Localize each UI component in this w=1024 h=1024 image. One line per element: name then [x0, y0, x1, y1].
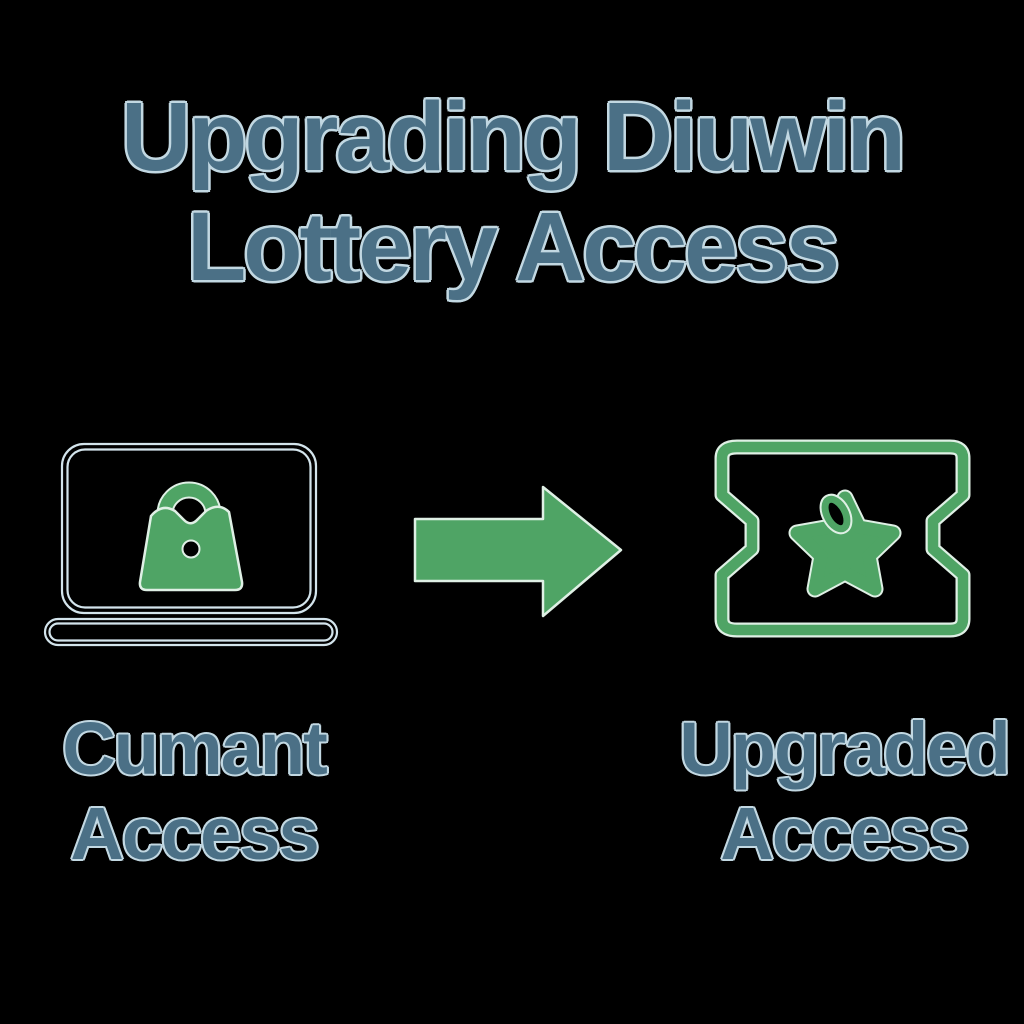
- upgraded-access-line-2: Access: [720, 792, 969, 875]
- lottery-ticket-icon: [714, 439, 971, 638]
- shopping-bag-dot: [181, 539, 201, 559]
- laptop-screen-outer: [60, 442, 318, 615]
- title-line-1: Upgrading Diuwin: [121, 82, 906, 191]
- title-line-2: Lottery Access: [187, 192, 840, 301]
- current-access-line-1: Cumant: [62, 707, 327, 790]
- current-access-line-2: Access: [70, 792, 319, 875]
- laptop-base-inner: [48, 622, 334, 642]
- page-title: Upgrading Diuwin Lottery Access: [0, 82, 1024, 302]
- upgraded-access-label: Upgraded Access: [668, 706, 1020, 876]
- current-access-label: Cumant Access: [18, 706, 370, 876]
- shopping-bag-icon: [138, 481, 244, 592]
- laptop-base-outer: [43, 617, 339, 647]
- star-icon: [788, 489, 902, 598]
- upgraded-access-line-1: Upgraded: [679, 707, 1010, 790]
- laptop-screen-inner: [66, 448, 312, 609]
- laptop-icon: [43, 442, 339, 647]
- right-arrow-icon: [413, 485, 623, 618]
